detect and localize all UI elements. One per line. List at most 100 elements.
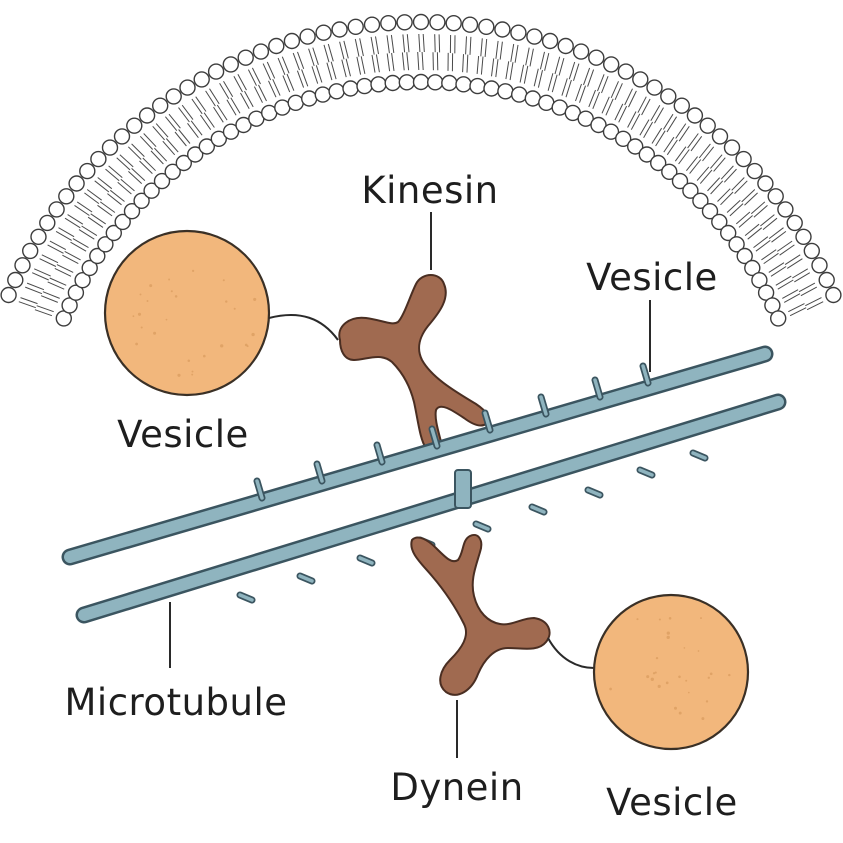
microtubule-lower bbox=[75, 393, 787, 624]
lipid-tail bbox=[650, 104, 661, 122]
lipid-tail bbox=[272, 78, 281, 96]
lipid-tail bbox=[637, 96, 647, 113]
lipid-tail bbox=[74, 204, 90, 216]
lipid-head bbox=[328, 83, 345, 100]
lipid-head bbox=[511, 86, 528, 103]
lipid-tail bbox=[601, 96, 610, 114]
vesicle-speckle bbox=[697, 650, 700, 652]
lipid-tail bbox=[165, 138, 179, 153]
lipid-tail bbox=[763, 252, 779, 265]
lipid-head bbox=[164, 163, 181, 181]
lipid-head bbox=[786, 214, 803, 232]
lipid-head bbox=[153, 172, 171, 190]
lipid-tail bbox=[666, 139, 678, 156]
lipid-tail bbox=[484, 38, 488, 57]
lipid-head bbox=[39, 214, 56, 232]
lipid-tail bbox=[438, 34, 441, 53]
lipid-tail bbox=[354, 38, 360, 57]
lipid-tail bbox=[100, 201, 116, 213]
lipid-tail bbox=[417, 51, 420, 71]
lipid-tail bbox=[213, 106, 224, 123]
lipid-head bbox=[803, 242, 820, 260]
lipid-tail bbox=[499, 41, 503, 60]
lipid-head bbox=[370, 76, 387, 93]
lipid-head bbox=[650, 154, 667, 172]
lipid-tail bbox=[510, 43, 515, 62]
lipid-tail bbox=[579, 85, 586, 103]
lipid-tail bbox=[587, 69, 595, 87]
lipid-tail bbox=[55, 230, 72, 241]
lipid-head bbox=[342, 80, 359, 97]
lipid-head bbox=[126, 117, 143, 134]
lipid-tail bbox=[738, 215, 753, 228]
lipid-head bbox=[179, 79, 196, 96]
lipid-tail bbox=[18, 301, 36, 309]
lipid-tail bbox=[641, 98, 651, 116]
lipid-tail bbox=[406, 34, 410, 53]
lipid-head bbox=[497, 83, 514, 100]
lipid-head bbox=[299, 28, 316, 45]
lipid-head bbox=[711, 128, 729, 145]
vesicle-speckle bbox=[701, 717, 705, 721]
lipid-head bbox=[314, 86, 331, 103]
lipid-tail bbox=[49, 277, 67, 286]
vesicle-speckle bbox=[140, 326, 143, 329]
lipid-tail bbox=[90, 213, 106, 225]
vesicle-left bbox=[103, 229, 271, 397]
lipid-tail bbox=[356, 56, 362, 75]
lipid-tail bbox=[281, 56, 290, 74]
lipid-tail bbox=[327, 43, 334, 62]
lipid-tail bbox=[120, 178, 135, 192]
lipid-tail bbox=[31, 272, 49, 281]
lipid-tail bbox=[297, 51, 305, 69]
vesicle-speckle bbox=[187, 359, 191, 362]
lipid-tail bbox=[155, 123, 169, 138]
lipid-tail bbox=[480, 38, 483, 57]
lipid-head bbox=[627, 138, 644, 155]
lipid-tail bbox=[643, 121, 654, 138]
lipid-tail bbox=[735, 211, 751, 225]
lipid-tail bbox=[162, 140, 176, 156]
lipid-tail bbox=[244, 90, 254, 108]
vesicle-speckle bbox=[246, 345, 249, 348]
kinesin-shape bbox=[338, 274, 490, 454]
lipid-head bbox=[207, 63, 225, 80]
lipid-tail bbox=[251, 67, 261, 85]
lipid-head bbox=[198, 138, 216, 155]
microtubule-subunit-fill bbox=[586, 488, 602, 497]
lipid-tail bbox=[268, 80, 277, 98]
microtubule-subunit-fill bbox=[483, 411, 492, 432]
dynein-label: Dynein bbox=[390, 766, 523, 809]
lipid-tail bbox=[292, 52, 300, 71]
lipid-head bbox=[469, 77, 486, 95]
vesicle-speckle bbox=[688, 691, 690, 694]
lipid-tail bbox=[779, 244, 795, 256]
lipid-tail bbox=[178, 129, 191, 144]
lipid-tail bbox=[789, 307, 807, 317]
lipid-head bbox=[186, 146, 204, 163]
lipid-tail bbox=[375, 54, 380, 73]
vesicle-speckle bbox=[132, 315, 135, 318]
lipid-tail bbox=[597, 74, 605, 92]
vesicle-speckle bbox=[707, 676, 710, 679]
lipid-tail bbox=[87, 216, 104, 228]
microtubule-subunit-fill bbox=[255, 479, 264, 500]
lipid-tail bbox=[84, 192, 100, 205]
lipid-head bbox=[412, 13, 430, 31]
lipid-head bbox=[728, 236, 745, 253]
lipid-tail bbox=[573, 63, 580, 81]
lipid-tail bbox=[266, 61, 276, 79]
vesicle-speckle bbox=[673, 706, 678, 710]
kinesin-motor bbox=[338, 274, 490, 454]
lipid-tail bbox=[777, 279, 794, 290]
vesicle-speckle bbox=[705, 700, 709, 703]
lipid-tail bbox=[618, 105, 628, 123]
lipid-tail bbox=[26, 282, 45, 291]
lipid-tail bbox=[39, 258, 57, 267]
lipid-tail bbox=[675, 123, 687, 139]
vesicle-speckle bbox=[191, 373, 194, 376]
lipid-tail bbox=[401, 52, 405, 71]
lipid-tail bbox=[687, 133, 699, 149]
vesicle-speckle bbox=[253, 297, 257, 301]
